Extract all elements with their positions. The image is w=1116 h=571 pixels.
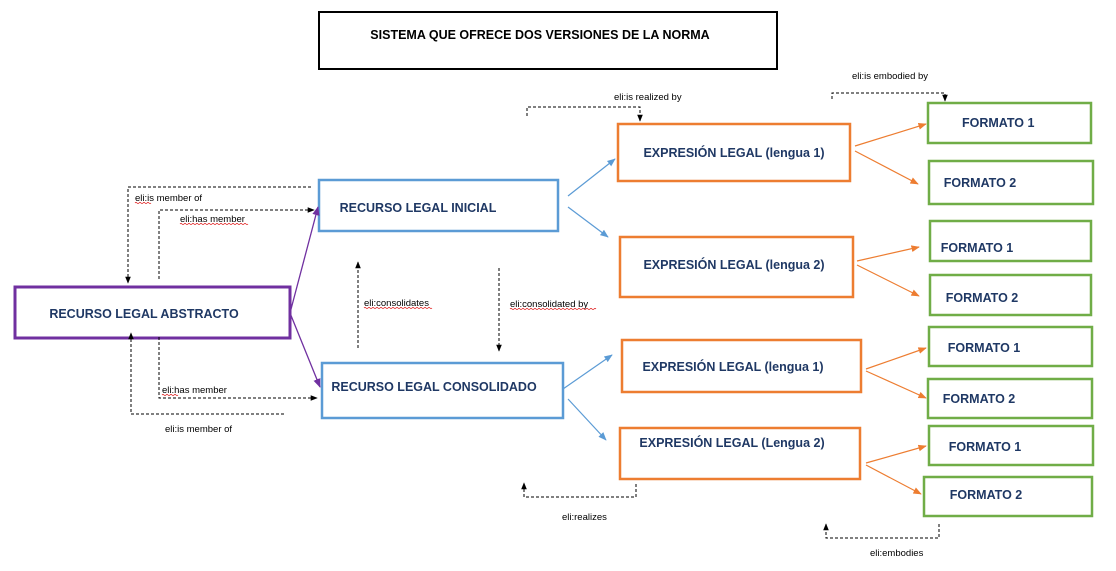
format-b1b-label: FORMATO 2 [943,392,1016,406]
format-b2a-box [927,424,1095,467]
expression-a1-label: EXPRESIÓN LEGAL (lengua 1) [643,145,824,160]
consolidated-resource-box [320,361,565,420]
initial-resource-label: RECURSO LEGAL INICIAL [340,201,497,215]
label-realizes: eli:realizes [562,512,607,523]
title-box [318,11,778,70]
abstract-resource-label: RECURSO LEGAL ABSTRACTO [49,307,239,321]
format-b2b-box [922,475,1094,518]
format-b2a-label: FORMATO 1 [949,440,1022,454]
connector-realizes [521,482,637,498]
label-is-member-of-top: eli:is member of [135,193,202,204]
arrow-expr-a2-to-fmt-1 [856,245,920,262]
format-a1a-box [926,101,1093,145]
connector-has-member-bottom [158,337,318,401]
arrow-consolidated-to-expr-b2 [567,398,607,441]
arrow-initial-to-expr-a2 [567,206,609,238]
format-b1a-label: FORMATO 1 [948,341,1021,355]
arrow-expr-b1-to-fmt-1 [865,347,927,370]
connector-is-embodied-by [831,92,948,102]
label-consolidates: eli:consolidates [364,298,429,309]
expression-a2-box [618,235,855,299]
consolidated-resource-label: RECURSO LEGAL CONSOLIDADO [331,380,537,394]
connector-embodies [823,523,940,539]
expression-b1-box [620,338,863,394]
arrow-expr-b1-to-fmt-2 [865,370,927,399]
expression-a1-box [616,122,852,183]
format-a2b-box [928,273,1093,317]
arrow-abstract-to-initial [289,206,320,314]
arrow-expr-a2-to-fmt-2 [856,264,920,297]
label-is-embodied-by: eli:is embodied by [852,71,928,82]
format-b1b-box [926,377,1094,420]
format-a2a-label: FORMATO 1 [941,241,1014,255]
format-a2a-box [928,219,1093,263]
label-embodies: eli:embodies [870,548,924,559]
initial-resource-box [317,178,560,233]
expression-b2-label: EXPRESIÓN LEGAL (Lengua 2) [639,435,824,450]
abstract-resource-box [13,285,292,340]
format-b2b-label: FORMATO 2 [950,488,1023,502]
format-a1b-label: FORMATO 2 [944,176,1017,190]
connector-is-member-of-bottom [128,332,284,415]
label-is-realized-by: eli:is realized by [614,92,682,103]
format-a1a-label: FORMATO 1 [962,116,1035,130]
connector-is-member-of-top [125,186,311,284]
diagram-title: SISTEMA QUE OFRECE DOS VERSIONES DE LA N… [370,28,709,42]
arrow-abstract-to-consolidated [289,312,321,388]
arrow-expr-a1-to-fmt-1 [854,123,927,147]
arrow-initial-to-expr-a1 [567,158,616,197]
format-a2b-label: FORMATO 2 [946,291,1019,305]
arrow-expr-b2-to-fmt-1 [865,444,927,464]
format-b1a-box [927,325,1094,368]
label-has-member-bottom: eli:has member [162,385,227,396]
expression-b2-box [618,426,862,481]
expression-b1-label: EXPRESIÓN LEGAL (lengua 1) [642,359,823,374]
relation-connectors [125,92,948,539]
arrow-consolidated-to-expr-b1 [562,354,613,390]
arrow-expr-a1-to-fmt-2 [854,150,919,185]
connector-is-realized-by [526,106,643,122]
format-a1b-box [927,159,1095,206]
label-is-member-of-bottom: eli:is member of [165,424,232,435]
arrow-expr-b2-to-fmt-2 [865,464,922,495]
label-has-member-top: eli:has member [180,214,245,225]
label-consolidated-by: eli:consolidated by [510,299,588,310]
connector-has-member-top [158,207,315,279]
expression-a2-label: EXPRESIÓN LEGAL (lengua 2) [643,257,824,272]
